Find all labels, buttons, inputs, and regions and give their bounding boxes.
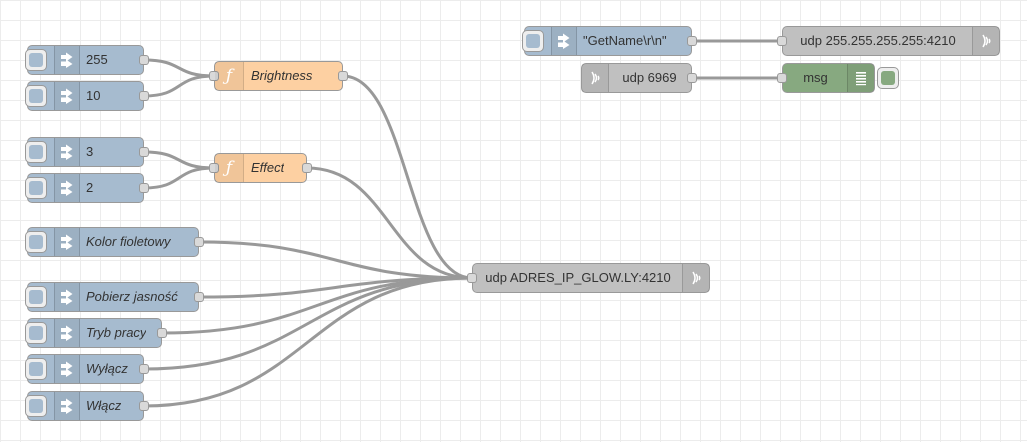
output-port[interactable] bbox=[194, 237, 204, 247]
wire-inj-kolor-to-udp-glow[interactable] bbox=[198, 240, 473, 280]
output-port[interactable] bbox=[157, 328, 167, 338]
node-label: Tryb pracy bbox=[86, 325, 147, 340]
inject-node-wylacz[interactable]: Wyłącz bbox=[25, 354, 149, 384]
node-label: Kolor fioletowy bbox=[86, 234, 171, 249]
node-label: Brightness bbox=[251, 68, 313, 83]
output-port[interactable] bbox=[302, 163, 312, 173]
inject-node-255[interactable]: 255 bbox=[25, 45, 149, 75]
node-label: 3 bbox=[86, 144, 94, 159]
inject-arrow-icon bbox=[54, 319, 80, 347]
input-port[interactable] bbox=[777, 36, 787, 46]
node-label: "GetName\r\n" bbox=[583, 33, 667, 48]
inject-trigger-button[interactable] bbox=[25, 177, 47, 199]
inject-trigger-button[interactable] bbox=[522, 30, 544, 52]
inject-node-2[interactable]: 2 bbox=[25, 173, 149, 203]
debug-list-icon bbox=[847, 64, 874, 92]
udp-out-node-glow[interactable]: udp ADRES_IP_GLOW.LY:4210 bbox=[467, 263, 710, 293]
node-label: udp 255.255.255.255:4210 bbox=[800, 33, 956, 48]
inject-trigger-button[interactable] bbox=[25, 231, 47, 253]
function-node-brightness[interactable]: ƒ Brightness bbox=[209, 61, 348, 91]
node-label: msg bbox=[803, 70, 828, 85]
inject-trigger-button[interactable] bbox=[25, 358, 47, 380]
output-port[interactable] bbox=[338, 71, 348, 81]
function-icon: ƒ bbox=[215, 154, 244, 182]
wire-fn-effect-to-udp-glow[interactable] bbox=[306, 166, 473, 280]
input-port[interactable] bbox=[209, 71, 219, 81]
inject-arrow-icon bbox=[54, 392, 80, 420]
inject-trigger-button[interactable] bbox=[25, 286, 47, 308]
wire-inj-tryb-to-udp-glow[interactable] bbox=[161, 276, 473, 335]
function-icon: ƒ bbox=[215, 62, 244, 90]
debug-toggle-button[interactable] bbox=[877, 67, 899, 89]
output-port[interactable] bbox=[139, 55, 149, 65]
output-port[interactable] bbox=[687, 73, 697, 83]
output-port[interactable] bbox=[139, 364, 149, 374]
function-node-effect[interactable]: ƒ Effect bbox=[209, 153, 312, 183]
inject-node-pobierz-jasnosc[interactable]: Pobierz jasność bbox=[25, 282, 204, 312]
debug-node-msg[interactable]: msg bbox=[777, 63, 899, 93]
wire-inj-2-to-fn-effect[interactable] bbox=[143, 166, 215, 190]
output-port[interactable] bbox=[687, 36, 697, 46]
wire-inj-10-to-fn-brightness[interactable] bbox=[143, 74, 215, 98]
inject-arrow-icon bbox=[54, 228, 80, 256]
input-port[interactable] bbox=[467, 273, 477, 283]
inject-trigger-button[interactable] bbox=[25, 85, 47, 107]
wire-inj-wylacz-to-udp-glow[interactable] bbox=[143, 276, 473, 371]
inject-arrow-icon bbox=[54, 82, 80, 110]
inject-trigger-button[interactable] bbox=[25, 395, 47, 417]
inject-trigger-button[interactable] bbox=[25, 49, 47, 71]
bridge-icon bbox=[582, 64, 609, 92]
node-label: Wyłącz bbox=[86, 361, 128, 376]
output-port[interactable] bbox=[139, 183, 149, 193]
node-label: 255 bbox=[86, 52, 108, 67]
output-port[interactable] bbox=[139, 91, 149, 101]
node-label: Włącz bbox=[86, 398, 122, 413]
inject-arrow-icon bbox=[54, 174, 80, 202]
wire-fn-brightness-to-udp-glow[interactable] bbox=[342, 74, 473, 280]
inject-node-getname[interactable]: "GetName\r\n" bbox=[522, 26, 697, 56]
inject-arrow-icon bbox=[54, 355, 80, 383]
inject-arrow-icon bbox=[54, 46, 80, 74]
output-port[interactable] bbox=[139, 401, 149, 411]
inject-arrow-icon bbox=[54, 283, 80, 311]
inject-node-kolor-fioletowy[interactable]: Kolor fioletowy bbox=[25, 227, 204, 257]
output-port[interactable] bbox=[194, 292, 204, 302]
inject-trigger-button[interactable] bbox=[25, 141, 47, 163]
inject-trigger-button[interactable] bbox=[25, 322, 47, 344]
input-port[interactable] bbox=[777, 73, 787, 83]
inject-arrow-icon bbox=[54, 138, 80, 166]
udp-in-node-6969[interactable]: udp 6969 bbox=[581, 63, 697, 93]
output-port[interactable] bbox=[139, 147, 149, 157]
wire-inj-wlacz-to-udp-glow[interactable] bbox=[143, 276, 473, 408]
inject-node-tryb-pracy[interactable]: Tryb pracy bbox=[25, 318, 167, 348]
input-port[interactable] bbox=[209, 163, 219, 173]
bridge-icon bbox=[682, 264, 709, 292]
wire-inj-255-to-fn-brightness[interactable] bbox=[143, 58, 215, 78]
inject-node-10[interactable]: 10 bbox=[25, 81, 149, 111]
node-label: Pobierz jasność bbox=[86, 289, 178, 304]
node-label: 2 bbox=[86, 180, 94, 195]
inject-node-3[interactable]: 3 bbox=[25, 137, 149, 167]
inject-arrow-icon bbox=[551, 27, 577, 55]
node-label: udp ADRES_IP_GLOW.LY:4210 bbox=[485, 270, 671, 285]
bridge-icon bbox=[972, 27, 999, 55]
inject-node-wlacz[interactable]: Włącz bbox=[25, 391, 149, 421]
node-label: udp 6969 bbox=[622, 70, 677, 85]
node-label: Effect bbox=[251, 160, 285, 175]
node-label: 10 bbox=[86, 88, 101, 103]
udp-out-node-broadcast[interactable]: udp 255.255.255.255:4210 bbox=[777, 26, 1000, 56]
wire-inj-3-to-fn-effect[interactable] bbox=[143, 150, 215, 170]
